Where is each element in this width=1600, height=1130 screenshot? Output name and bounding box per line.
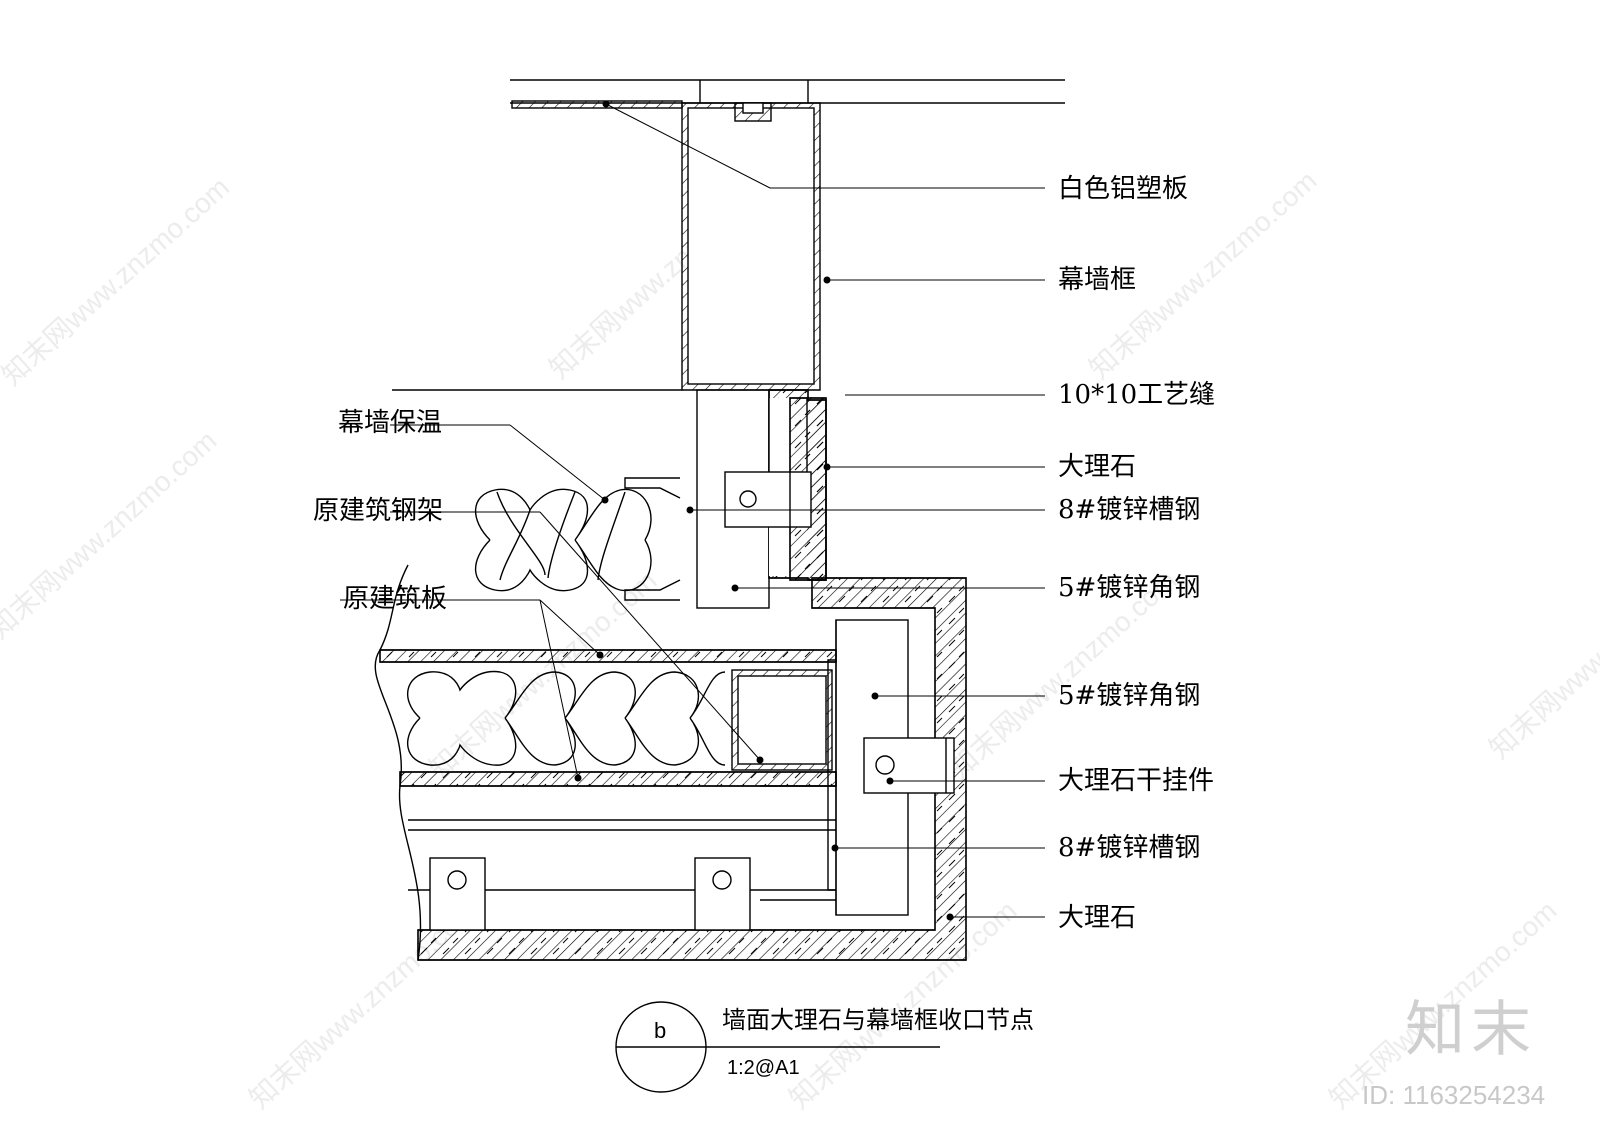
svg-text:知末网www.znzmo.com: 知末网www.znzmo.com <box>1483 545 1600 765</box>
label-curtain-wall-insulation: 幕墙保温 <box>338 408 443 438</box>
label-curtain-wall-frame: 幕墙框 <box>1058 265 1137 295</box>
label-marble-upper: 大理石 <box>1058 452 1137 482</box>
label-craft-joint: 10*10工艺缝 <box>1058 380 1216 410</box>
brand-logo: 知末 <box>1405 995 1537 1065</box>
marble-dry-hanging-clip <box>863 737 955 794</box>
leader-lines-right <box>605 103 1045 918</box>
leader-lines-left <box>340 424 761 779</box>
label-aluminum-panel: 白色铝塑板 <box>1058 174 1189 204</box>
asset-id: ID: 1163254234 <box>1362 1080 1546 1110</box>
callout-letter: b <box>654 1018 667 1043</box>
label-dry-hanging-clip: 大理石干挂件 <box>1058 766 1215 796</box>
original-building-slab <box>374 564 837 961</box>
channel-steel-upper <box>724 471 812 528</box>
drawing-title: 墙面大理石与幕墙框收口节点 <box>722 1006 1034 1034</box>
leader-dots <box>574 100 954 921</box>
label-channel-steel-upper: 8#镀锌槽钢 <box>1058 495 1201 525</box>
bracket-right <box>694 857 751 931</box>
bolt-hole-upper <box>739 490 757 508</box>
svg-text:知末网www.znzmo.com: 知末网www.znzmo.com <box>783 895 1022 1115</box>
svg-text:知末网www.znzmo.com: 知末网www.znzmo.com <box>0 171 235 391</box>
label-channel-steel-lower: 8#镀锌槽钢 <box>1058 833 1201 863</box>
label-original-building-slab: 原建筑板 <box>343 584 448 614</box>
curtain-wall-insulation <box>474 477 681 601</box>
label-original-steel-frame: 原建筑钢架 <box>313 496 444 526</box>
bracket-left <box>429 857 486 931</box>
label-marble-lower: 大理石 <box>1058 903 1137 933</box>
svg-text:知末网www.znzmo.com: 知末网www.znzmo.com <box>0 425 223 645</box>
label-angle-steel-upper: 5#镀锌角钢 <box>1058 573 1201 603</box>
drawing-scale: 1:2@A1 <box>727 1057 800 1079</box>
label-angle-steel-lower: 5#镀锌角钢 <box>1058 681 1201 711</box>
aluminum-panel <box>511 100 683 109</box>
